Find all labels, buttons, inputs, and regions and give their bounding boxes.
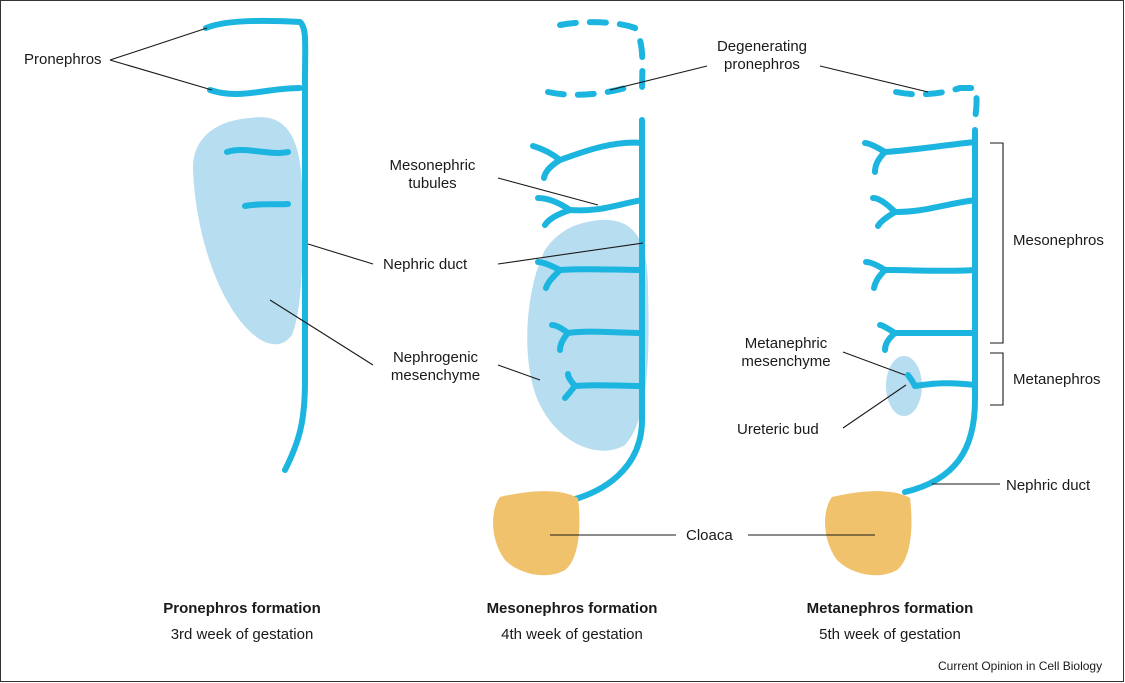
- label-line: Nephrogenic: [378, 349, 493, 367]
- panel-subtitle-mesonephros: 4th week of gestation: [462, 626, 682, 643]
- label-line: pronephros: [707, 56, 817, 74]
- panel-title-pronephros: Pronephros formation: [142, 600, 342, 617]
- panel-subtitle-metanephros: 5th week of gestation: [780, 626, 1000, 643]
- label-degenerating-pronephros: Degenerating pronephros: [707, 38, 817, 74]
- label-line: tubules: [380, 175, 485, 193]
- mesonephric-tubule: [866, 262, 975, 288]
- mesonephros-bracket: [990, 143, 1003, 343]
- mesonephric-tubule: [873, 198, 975, 226]
- label-line: Degenerating: [707, 38, 817, 56]
- label-mesonephric-tubules: Mesonephric tubules: [380, 157, 485, 193]
- panel-title-metanephros: Metanephros formation: [780, 600, 1000, 617]
- leader-line: [610, 66, 707, 90]
- leader-line: [110, 28, 207, 60]
- label-line: Mesonephric: [380, 157, 485, 175]
- label-cloaca: Cloaca: [686, 527, 733, 545]
- pronephric-fragment: [227, 150, 288, 153]
- mesonephric-tubule: [865, 142, 975, 172]
- leader-line: [820, 66, 928, 92]
- label-nephric-duct: Nephric duct: [383, 256, 467, 274]
- degenerating-pronephros-3: [896, 88, 977, 120]
- mesonephric-tubule: [533, 143, 642, 178]
- metanephros-bracket: [990, 353, 1003, 405]
- mesonephric-tubule: [538, 198, 642, 225]
- label-metanephros: Metanephros: [1013, 371, 1101, 389]
- panel-metanephros: [825, 88, 1003, 575]
- leader-line: [308, 244, 373, 264]
- label-mesonephros: Mesonephros: [1013, 232, 1104, 250]
- label-ureteric-bud: Ureteric bud: [737, 421, 819, 439]
- panel-mesonephros: [493, 22, 649, 575]
- panel-pronephros: [193, 21, 305, 470]
- pronephric-fragment: [245, 204, 288, 206]
- label-metanephric-mesenchyme: Metanephric mesenchyme: [730, 335, 842, 371]
- label-line: mesenchyme: [378, 367, 493, 385]
- label-pronephros: Pronephros: [24, 51, 102, 69]
- pronephros-tubule: [210, 88, 300, 94]
- source-credit: Current Opinion in Cell Biology: [938, 659, 1102, 673]
- nephric-duct-3: [905, 130, 975, 492]
- panel-title-mesonephros: Mesonephros formation: [462, 600, 682, 617]
- mesonephric-tubule: [880, 325, 975, 350]
- panel-subtitle-pronephros: 3rd week of gestation: [142, 626, 342, 643]
- cloaca-3: [825, 491, 911, 575]
- leader-line: [110, 60, 212, 90]
- cloaca-2: [493, 491, 579, 575]
- label-nephric-duct-metanephros: Nephric duct: [1006, 477, 1090, 495]
- label-line: Metanephric: [730, 335, 842, 353]
- degenerating-pronephros-2: [560, 22, 642, 95]
- label-nephrogenic-mesenchyme: Nephrogenic mesenchyme: [378, 349, 493, 385]
- label-line: mesenchyme: [730, 353, 842, 371]
